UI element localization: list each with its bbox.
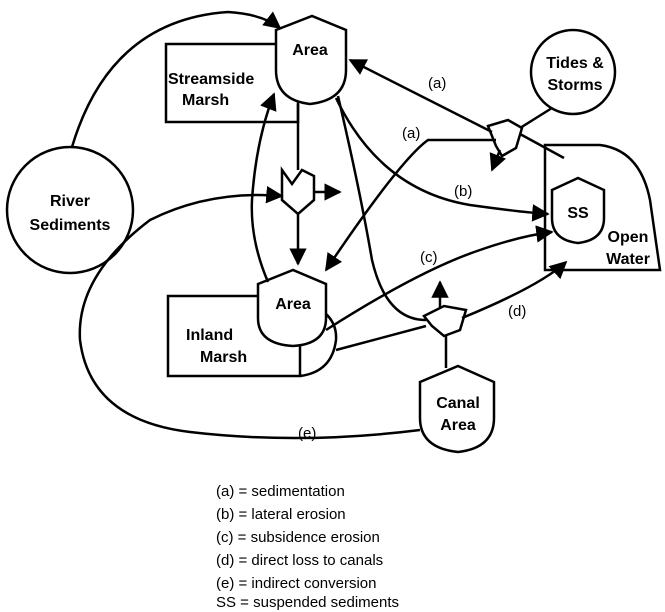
valve-canal	[422, 304, 468, 338]
flow-d	[461, 260, 568, 320]
flow-inland-to-canal-valve	[335, 324, 427, 352]
area-top-label: Area	[292, 42, 328, 59]
tides-label-1: Tides &	[546, 55, 604, 72]
inland-label-1: Inland	[186, 327, 233, 344]
flow-c	[325, 225, 554, 332]
flow-b	[334, 97, 550, 222]
streamside-label-1: Streamside	[168, 71, 254, 88]
area-inland-tank	[256, 268, 328, 348]
valve-tides	[486, 118, 524, 158]
canal-area-tank	[418, 364, 496, 454]
canal-label-2: Area	[440, 417, 476, 434]
legend: (a) = sedimentation (b) = lateral erosio…	[216, 483, 399, 611]
legend-item: (a) = sedimentation	[216, 483, 345, 500]
open-water-label-1: Open	[608, 229, 649, 246]
streamside-label-2: Marsh	[182, 92, 229, 109]
legend-item: (c) = subsidence erosion	[216, 529, 380, 546]
flow-river-to-area	[70, 10, 282, 148]
river-sediments-circle	[5, 145, 135, 275]
ss-label: SS	[567, 205, 589, 222]
area-top-tank	[274, 14, 348, 106]
flow-inland-to-area	[250, 92, 277, 283]
inland-label-2: Marsh	[200, 349, 247, 366]
edge-label-a2: (a)	[402, 125, 420, 142]
river-label-2: Sediments	[30, 217, 111, 234]
edge-label-b: (b)	[454, 183, 472, 200]
flow-valve-to-open	[519, 132, 565, 160]
edge-label-a1: (a)	[428, 75, 446, 92]
canal-label-1: Canal	[436, 395, 480, 412]
legend-item: (d) = direct loss to canals	[216, 552, 383, 569]
valve-center	[280, 166, 316, 216]
legend-item: (b) = lateral erosion	[216, 506, 346, 523]
tides-storms-circle	[529, 28, 617, 116]
flow-valve-down	[489, 149, 506, 172]
open-water-label-2: Water	[606, 251, 650, 268]
flow-a-inland	[324, 138, 496, 272]
edge-label-d: (d)	[508, 303, 526, 320]
flow-a-top	[348, 58, 493, 134]
flow-area-to-canal-valve	[336, 95, 427, 322]
flow-e	[78, 185, 421, 440]
flow-tides-to-valve	[519, 106, 553, 130]
edge-label-e: (e)	[298, 425, 316, 442]
river-label-1: River	[50, 193, 90, 210]
area-inland-label: Area	[275, 296, 311, 313]
legend-item: SS = suspended sediments	[216, 594, 399, 611]
tides-label-2: Storms	[547, 77, 602, 94]
legend-item: (e) = indirect conversion	[216, 575, 377, 592]
edge-label-c: (c)	[420, 249, 438, 266]
